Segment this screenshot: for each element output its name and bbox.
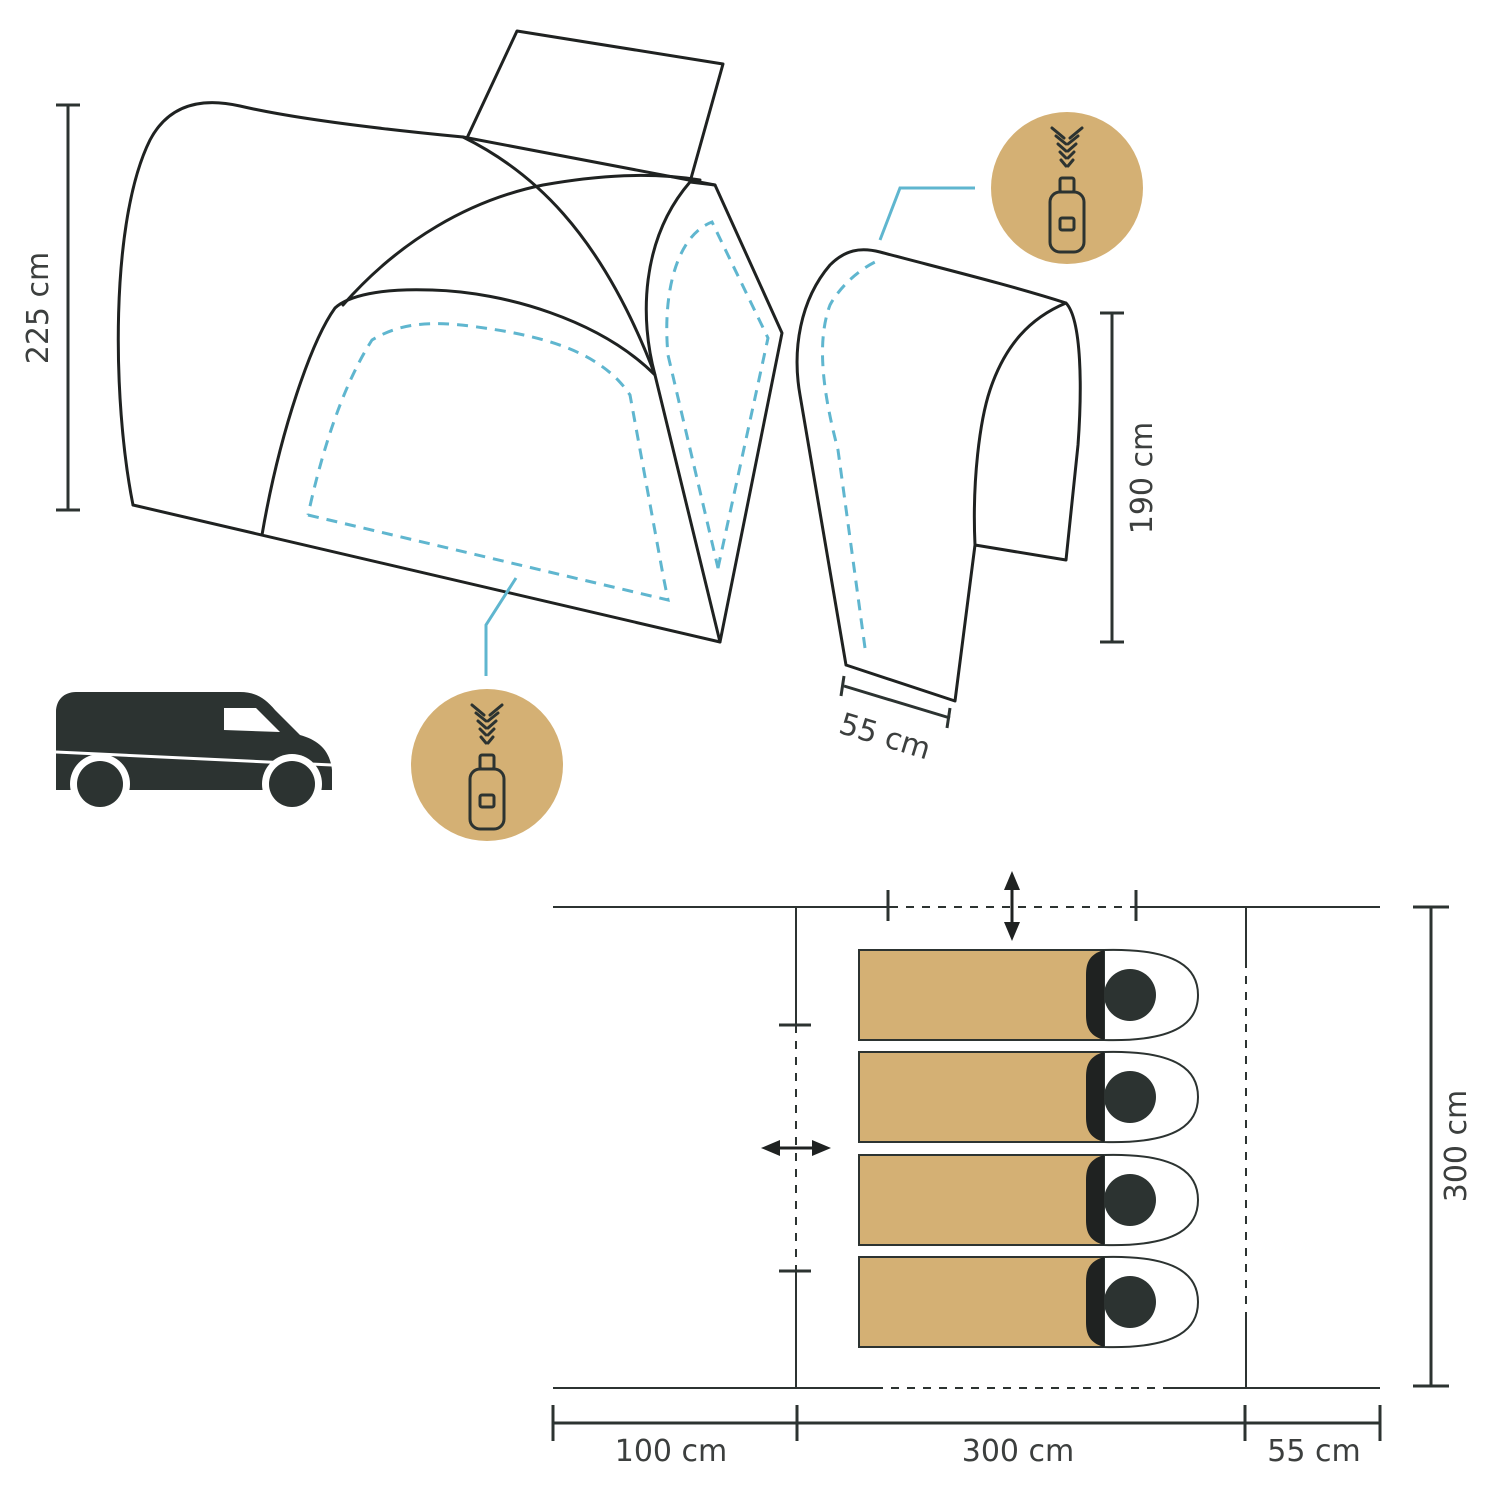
connector-flap: [465, 29, 725, 184]
floor-depth-dimension: 300 cm: [1413, 905, 1474, 1388]
zipper-icon: [991, 112, 1143, 264]
double-arrow-icon: [761, 1140, 831, 1156]
annex-outline: [795, 248, 1082, 703]
floor-mid-label: 300 cm: [962, 1434, 1075, 1469]
main-tent: [116, 29, 784, 676]
floor-depth-label: 300 cm: [1439, 1090, 1474, 1203]
double-arrow-icon: [1004, 871, 1020, 941]
front-zip-leader: [484, 577, 518, 676]
annex-door-zip: [821, 260, 876, 649]
diagonal-pole: [461, 135, 657, 377]
front-door-zip: [306, 322, 670, 602]
sleeping-bag-icon: [858, 1255, 1200, 1349]
annex-width-dimension: 55 cm: [835, 675, 952, 768]
sleeping-bag-icon: [858, 1050, 1200, 1144]
height-annex-dimension: 190 cm: [1100, 311, 1160, 644]
zipper-icon: [411, 689, 563, 841]
floor-plan: [553, 890, 1380, 1389]
height-main-dimension: 225 cm: [21, 103, 80, 512]
van-icon: [55, 692, 333, 814]
floor-left-label: 100 cm: [615, 1434, 728, 1469]
annex-width-label: 55 cm: [835, 707, 935, 768]
tent-rear-body: [116, 101, 717, 507]
floor-right-label: 55 cm: [1267, 1434, 1360, 1469]
annex-panel: [795, 186, 1082, 703]
height-annex-label: 190 cm: [1125, 422, 1160, 535]
annex-zip-leader: [878, 186, 975, 241]
side-door-zip: [665, 220, 770, 569]
floor-width-dimension: 100 cm 300 cm 55 cm: [551, 1405, 1382, 1469]
tent-front-panel: [131, 288, 722, 644]
tent-side-panel: [644, 180, 784, 644]
height-main-label: 225 cm: [21, 252, 56, 365]
sleeping-bag-icon: [858, 1153, 1200, 1247]
sleeping-bag-icon: [858, 948, 1200, 1042]
